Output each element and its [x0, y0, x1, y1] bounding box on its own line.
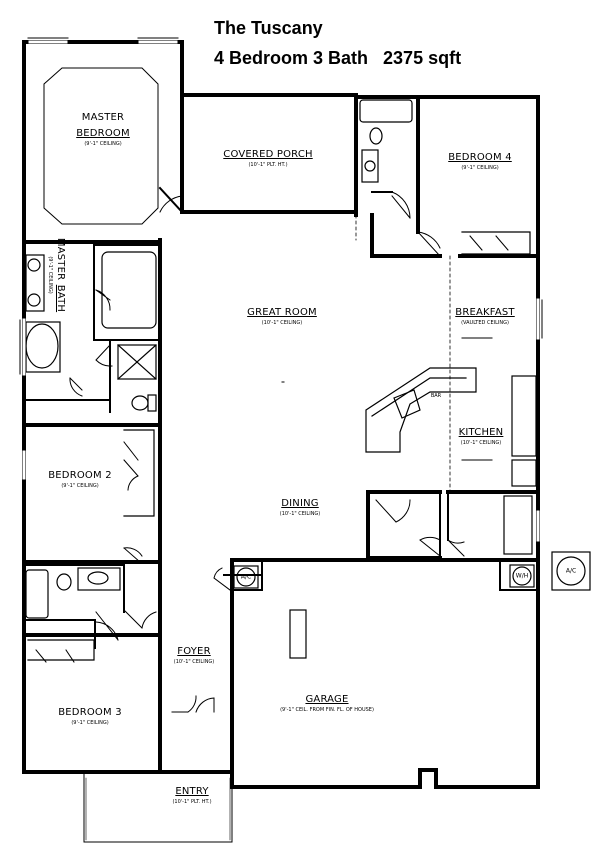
tray-ceiling-outline — [43, 67, 159, 225]
toilet-upper — [369, 127, 383, 145]
room-great-room: GREAT ROOM (10'-1" CEILING) — [247, 303, 317, 326]
room-name-line2: BATH — [55, 284, 66, 313]
room-spec: (9'-1" CEILING) — [71, 720, 109, 726]
water-heater-label: W/H — [515, 572, 529, 580]
sink-1 — [27, 258, 41, 272]
room-name: COVERED PORCH — [223, 149, 313, 160]
room-spec: (10'-1" PLT. HT.) — [248, 162, 288, 168]
room-name: ENTRY — [175, 786, 209, 797]
room-dining: DINING (10'-1" CEILING) — [280, 494, 321, 517]
room-spec: (9'-1" CEIL. FROM FIN. FL. OF HOUSE) — [280, 707, 374, 713]
exterior-walls — [22, 40, 540, 789]
room-spec: (9'-1" CEILING) — [61, 483, 99, 489]
room-spec: (VAULTED CEILING) — [461, 320, 509, 326]
room-spec: (10'-1" CEILING) — [173, 659, 215, 665]
plan-title: The Tuscany — [214, 18, 323, 38]
room-kitchen: KITCHEN (10'-1" CEILING) — [459, 423, 504, 446]
room-name: BEDROOM 4 — [448, 152, 512, 163]
room-name: DINING — [281, 498, 319, 509]
interior-walls — [23, 186, 539, 649]
room-master-bedroom: MASTER BEDROOM (9'-1" CEILING) — [76, 108, 130, 147]
garage-shelf — [289, 609, 307, 659]
room-spec: (9'-1" CEILING) — [84, 141, 122, 147]
toilet-bath3 — [56, 573, 72, 591]
room-bedroom-2: BEDROOM 2 (9'-1" CEILING) — [48, 466, 112, 489]
room-name: GARAGE — [305, 694, 349, 705]
room-spec: (10'-1" CEILING) — [460, 440, 502, 446]
room-foyer: FOYER (10'-1" CEILING) — [174, 642, 215, 665]
room-name: GREAT ROOM — [247, 307, 317, 318]
room-spec: (10'-1" CEILING) — [261, 320, 303, 326]
toilet-master — [131, 395, 149, 411]
kitchen-island — [365, 367, 477, 453]
ac-unit-label-1: A/C — [240, 573, 252, 581]
bath3-tub — [25, 569, 49, 619]
room-spec: (9'-1" CEILING) — [47, 256, 53, 294]
room-spec: (10'-1" CEILING) — [279, 511, 321, 517]
room-covered-porch: COVERED PORCH (10'-1" PLT. HT.) — [223, 145, 312, 168]
room-name: BEDROOM 3 — [58, 707, 122, 718]
room-bedroom-4: BEDROOM 4 (9'-1" CEILING) — [448, 148, 512, 171]
room-master-bath: MASTER BATH (9'-1" CEILING) — [47, 238, 70, 312]
room-name: KITCHEN — [458, 427, 504, 438]
room-spec: (10'-1" PLT. HT.) — [172, 799, 212, 805]
room-spec: (9'-1" CEILING) — [461, 165, 499, 171]
sink-2 — [27, 293, 41, 307]
plan-subtitle: 4 Bedroom 3 Bath 2375 sqft — [214, 48, 462, 68]
room-name-line1: MASTER — [55, 237, 66, 281]
room-entry: ENTRY (10'-1" PLT. HT.) — [172, 782, 211, 805]
room-bedroom-3: BEDROOM 3 (9'-1" CEILING) — [58, 703, 122, 726]
bar-label: BAR — [430, 393, 442, 399]
room-name: FOYER — [177, 646, 211, 657]
entry-porch — [83, 771, 233, 843]
room-breakfast: BREAKFAST (VAULTED CEILING) — [455, 303, 514, 326]
room-name-line1: MASTER — [81, 112, 125, 123]
master-tub — [25, 323, 59, 369]
ac-unit-label-2: A/C — [565, 567, 577, 575]
room-name: BREAKFAST — [455, 307, 515, 318]
room-garage: GARAGE (9'-1" CEIL. FROM FIN. FL. OF HOU… — [280, 690, 374, 713]
room-name-line2: BEDROOM — [76, 128, 130, 139]
room-name: BEDROOM 2 — [48, 470, 112, 481]
shower — [117, 344, 157, 380]
upper-tub — [359, 99, 413, 123]
